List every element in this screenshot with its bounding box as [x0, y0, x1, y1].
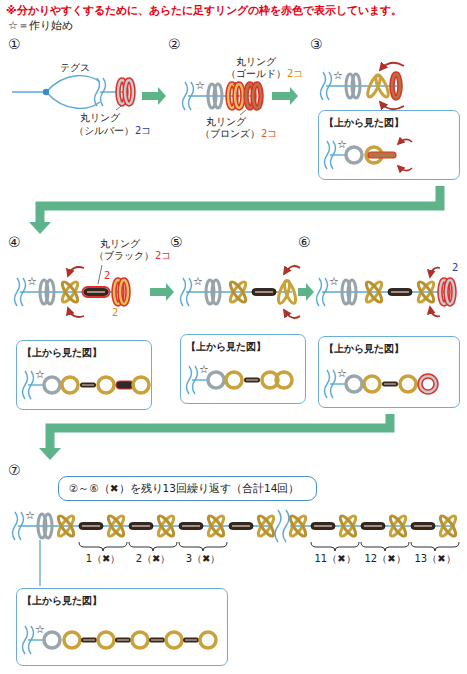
instruction-text: ②～⑥（✖）を残り13回繰り返す（合計14回） [59, 478, 309, 499]
view-heading: 【上から見た図】 [17, 345, 107, 361]
note: ※分かりやすくするために、あらたに足すリングの枠を赤色で表示しています。 [6, 4, 402, 17]
quantity: 2コ [155, 250, 171, 262]
start-star: ☆ [337, 138, 347, 151]
part-label: 丸リング [80, 112, 120, 124]
step-number: ⑤ [170, 234, 183, 251]
part-label: 丸リング [236, 56, 276, 68]
view-heading: 【上から見た図】 [181, 339, 271, 355]
repeat-count: 12（✖） [364, 553, 405, 565]
part-label: （ブラック） [94, 250, 154, 262]
repeat-count: 11（✖） [314, 553, 355, 565]
start-star: ☆ [329, 275, 339, 288]
step-number: ⑦ [8, 462, 21, 479]
top-view-box: 【上から見た図】 [180, 334, 306, 404]
view-heading: 【上から見た図】 [17, 593, 107, 609]
quantity: 2コ [135, 125, 151, 137]
repeat-count: 3（✖） [186, 553, 221, 565]
count-mark: 2 [112, 307, 118, 319]
start-star: ☆ [199, 363, 209, 376]
step-number: ④ [8, 234, 21, 251]
count-mark: 2 [452, 262, 458, 274]
part-label: テグス [60, 62, 90, 74]
start-star: ☆ [333, 69, 343, 82]
count-mark: 2 [104, 270, 110, 282]
repeat-count: 1（✖） [86, 553, 121, 565]
instruction-box: ②～⑥（✖）を残り13回繰り返す（合計14回） [58, 476, 317, 501]
start-star: ☆ [27, 275, 37, 288]
start-star: ☆ [337, 367, 347, 380]
quantity: 2コ [287, 68, 303, 80]
step-number: ③ [310, 36, 323, 53]
top-view-box: 【上から見た図】 [16, 588, 228, 666]
part-label: （ゴールド） [226, 68, 286, 80]
legend-note: ☆＝作り始め [8, 19, 73, 32]
quantity: 2コ [261, 128, 277, 140]
repeat-count: 2（✖） [136, 553, 171, 565]
step-number: ⑥ [298, 234, 311, 251]
view-heading: 【上から見た図】 [319, 115, 409, 131]
repeat-count: 13（✖） [414, 553, 455, 565]
start-star: ☆ [35, 368, 45, 381]
part-label: （シルバー） [74, 125, 134, 137]
start-star: ☆ [25, 509, 35, 522]
start-star: ☆ [193, 275, 203, 288]
step-number: ② [168, 36, 181, 53]
part-label: （ブロンズ） [200, 128, 260, 140]
start-star: ☆ [195, 79, 205, 92]
start-star: ☆ [35, 623, 45, 636]
part-label: 丸リング [206, 116, 246, 128]
step-number: ① [8, 36, 21, 53]
view-heading: 【上から見た図】 [319, 341, 409, 357]
part-label: 丸リング [100, 238, 140, 250]
